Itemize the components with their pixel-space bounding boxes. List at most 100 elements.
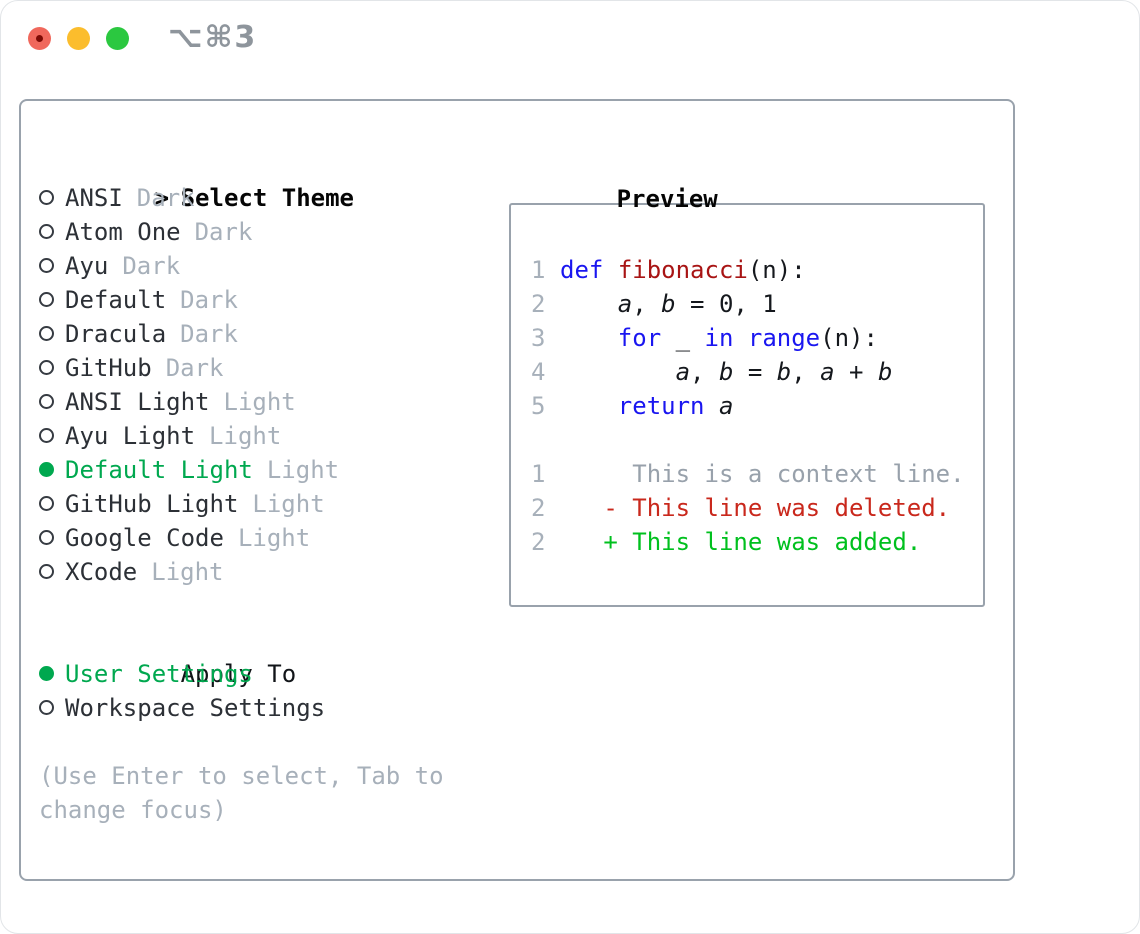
preview-line: 2 - This line was deleted. <box>531 491 983 525</box>
theme-name: GitHub Light <box>65 490 239 518</box>
radio-icon <box>39 359 54 375</box>
radio-icon <box>39 189 54 205</box>
apply-option-label: Workspace Settings <box>65 694 326 722</box>
line-number: 2 <box>531 290 546 318</box>
radio-slot <box>39 419 65 453</box>
theme-option-ayu-light-light[interactable]: Ayu Light Light <box>39 419 444 453</box>
code-token-keyword: def <box>560 256 604 284</box>
code-token-variable: a <box>617 290 633 318</box>
spacer <box>39 589 444 623</box>
code-token-keyword: for <box>617 324 662 352</box>
zoom-button[interactable] <box>106 27 129 50</box>
line-number: 1 <box>531 256 546 284</box>
radio-icon <box>39 427 54 443</box>
code-token-plain: + <box>834 358 878 386</box>
radio-slot <box>39 487 65 521</box>
theme-option-atom-one-dark[interactable]: Atom One Dark <box>39 215 444 249</box>
radio-slot <box>39 521 65 555</box>
radio-slot <box>39 351 65 385</box>
radio-icon <box>39 699 54 715</box>
preview-line: 5 return a <box>531 389 983 423</box>
radio-icon <box>39 257 54 273</box>
apply-option-user-settings[interactable]: User Settings <box>39 657 444 691</box>
code-token-variable: b <box>718 358 734 386</box>
theme-option-ansi-dark[interactable]: ANSI Dark <box>39 181 444 215</box>
preview-line: 4 a, b = b, a + b <box>531 355 983 389</box>
radio-icon <box>39 393 54 409</box>
apply-option-workspace-settings[interactable]: Workspace Settings <box>39 691 444 725</box>
code-token-variable: b <box>877 358 893 386</box>
help-line: (Use Enter to select, Tab to <box>39 762 444 790</box>
theme-variant: Dark <box>194 218 253 246</box>
theme-name: Atom One <box>65 218 181 246</box>
preview-line: 3 for _ in range(n): <box>531 321 983 355</box>
theme-variant: Light <box>151 558 224 586</box>
line-number: 1 <box>531 460 546 488</box>
code-token-plain: (n): <box>747 256 806 284</box>
theme-variant: Dark <box>180 286 238 314</box>
preview-header: Preview <box>501 148 985 213</box>
code-token-plain <box>560 290 618 318</box>
theme-variant: Dark <box>180 320 238 348</box>
radio-icon <box>39 529 54 545</box>
apply-to-header: Apply To <box>39 623 444 688</box>
code-token-context: This is a context line. <box>560 460 965 488</box>
code-token-variable: a <box>718 392 734 420</box>
theme-option-ayu-dark[interactable]: Ayu Dark <box>39 249 444 283</box>
radio-slot <box>39 215 65 249</box>
line-number: 2 <box>531 528 546 556</box>
theme-option-default-dark[interactable]: Default Dark <box>39 283 444 317</box>
window-title: ⌥⌘3 <box>168 20 258 55</box>
code-token-plain: = <box>733 358 777 386</box>
code-token-variable: b <box>661 290 676 318</box>
code-token-plain: (n): <box>820 324 878 352</box>
theme-name: Default <box>65 286 167 314</box>
code-token-keyword: return <box>617 392 705 420</box>
theme-name: Default Light <box>65 456 253 484</box>
help-text: (Use Enter to select, Tab to change focu… <box>39 759 444 827</box>
radio-slot <box>39 283 65 317</box>
code-token-plain: , <box>690 358 719 386</box>
theme-name: ANSI <box>65 184 123 212</box>
theme-option-github-light-light[interactable]: GitHub Light Light <box>39 487 444 521</box>
code-token-plain: = 0, 1 <box>675 290 777 318</box>
preview-line <box>531 423 983 457</box>
line-number: 2 <box>531 494 546 522</box>
select-theme-header: >Select Theme <box>39 147 444 212</box>
code-token-plain: , <box>632 290 662 318</box>
theme-variant: Dark <box>136 184 195 212</box>
radio-selected-icon <box>39 461 54 477</box>
radio-slot <box>39 249 65 283</box>
code-token-function: fibonacci <box>617 256 748 284</box>
close-button[interactable] <box>28 27 51 50</box>
radio-slot <box>39 453 65 487</box>
theme-variant: Light <box>252 490 325 518</box>
radio-slot <box>39 317 65 351</box>
theme-name: Ayu Light <box>65 422 196 450</box>
apply-to-title: Apply To <box>180 660 297 688</box>
code-token-plain <box>560 392 618 420</box>
code-token-variable: a <box>820 358 835 386</box>
theme-variant: Light <box>209 422 282 450</box>
code-token-plain <box>560 358 676 386</box>
radio-slot <box>39 555 65 589</box>
minimize-button[interactable] <box>67 27 90 50</box>
radio-icon <box>39 563 54 579</box>
record-dot-icon <box>36 35 43 42</box>
code-token-plain: _ <box>661 324 705 352</box>
theme-name: ANSI Light <box>65 388 210 416</box>
theme-variant: Dark <box>122 252 181 280</box>
code-token-plain <box>603 256 617 284</box>
theme-name: Ayu <box>65 252 109 280</box>
